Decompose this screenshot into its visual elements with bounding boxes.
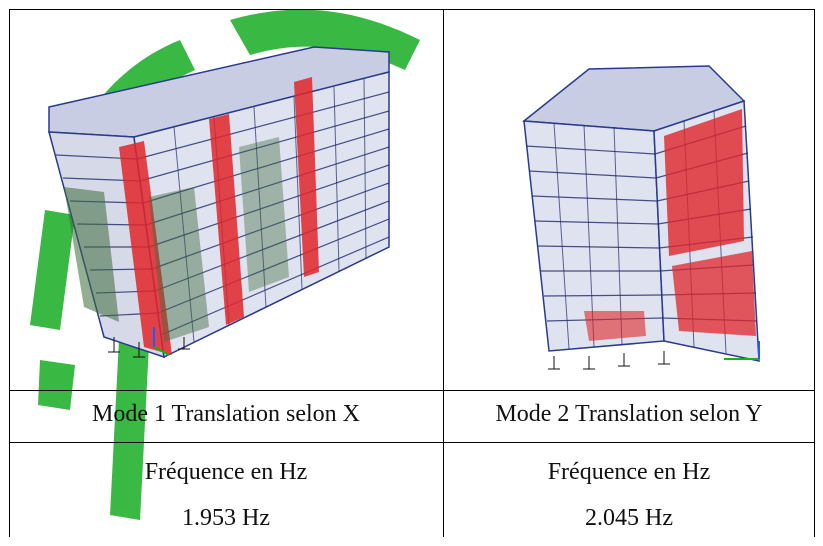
frequency-header-left: Fréquence en Hz — [144, 459, 308, 485]
frequency-header-right: Fréquence en Hz — [547, 459, 711, 485]
frequency-value-right: 2.045 Hz — [585, 505, 673, 531]
mode2-label: Mode 2 Translation selon Y — [495, 401, 763, 427]
frequency-value-left: 1.953 Hz — [182, 505, 270, 531]
building-model-mode2-figure — [522, 65, 760, 370]
building-model-mode1-figure — [48, 46, 390, 359]
mode1-label: Mode 1 Translation selon X — [91, 401, 360, 427]
